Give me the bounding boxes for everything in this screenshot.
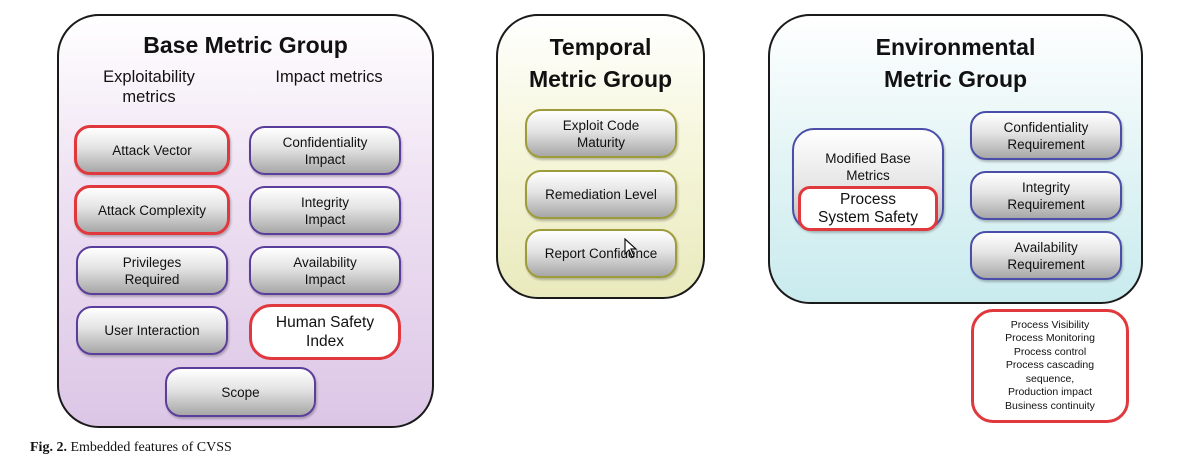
confidentiality-requirement-node: Confidentiality Requirement	[970, 111, 1122, 160]
exploitability-heading: Exploitability metrics	[103, 68, 195, 106]
process-factors-box: Process Visibility Process Monitoring Pr…	[971, 309, 1129, 423]
attack-complexity-node: Attack Complexity	[74, 185, 230, 235]
process-factor-item: Production impact	[1007, 386, 1093, 399]
base-metric-group: Base Metric Group Exploitability metrics…	[57, 14, 434, 428]
integrity-impact-node: Integrity Impact	[249, 186, 401, 235]
process-factor-item: Business continuity	[1005, 399, 1095, 412]
report-confidence-node: Report Confidence	[525, 229, 677, 278]
figure-caption: Fig. 2. Embedded features of CVSS	[30, 440, 232, 456]
temporal-metric-group: Temporal Metric Group Exploit Code Matur…	[496, 14, 705, 299]
process-system-safety-node: Process System Safety	[798, 186, 938, 231]
process-factor-item: Process Monitoring	[1005, 332, 1095, 345]
confidentiality-impact-node: Confidentiality Impact	[249, 126, 401, 175]
integrity-requirement-node: Integrity Requirement	[970, 171, 1122, 220]
environmental-metric-group: Environmental Metric Group Modified Base…	[768, 14, 1143, 304]
modified-base-metrics-label: Modified Base Metrics	[825, 151, 911, 183]
user-interaction-node: User Interaction	[76, 306, 228, 355]
remediation-level-node: Remediation Level	[525, 170, 677, 219]
attack-vector-node: Attack Vector	[74, 125, 230, 175]
exploit-code-maturity-node: Exploit Code Maturity	[525, 109, 677, 158]
availability-impact-node: Availability Impact	[249, 246, 401, 295]
privileges-required-node: Privileges Required	[76, 246, 228, 295]
process-factor-item: Process control	[1013, 345, 1087, 358]
base-group-title: Base Metric Group	[143, 32, 348, 58]
modified-base-metrics-node: Modified Base Metrics Process System Saf…	[792, 128, 944, 231]
temporal-group-title: Temporal Metric Group	[528, 34, 673, 92]
availability-requirement-node: Availability Requirement	[970, 231, 1122, 280]
environmental-group-title: Environmental Metric Group	[875, 34, 1036, 92]
process-factor-item: Process Visibility	[1010, 318, 1090, 331]
scope-node: Scope	[165, 367, 316, 417]
mouse-pointer-icon	[624, 238, 638, 258]
impact-heading: Impact metrics	[275, 68, 383, 86]
process-factor-item: sequence,	[1025, 372, 1075, 385]
figure-caption-text: Embedded features of CVSS	[66, 440, 232, 455]
human-safety-index-node: Human Safety Index	[249, 304, 401, 360]
process-factor-item: Process cascading	[1005, 359, 1095, 372]
figure-label: Fig. 2.	[30, 440, 67, 455]
